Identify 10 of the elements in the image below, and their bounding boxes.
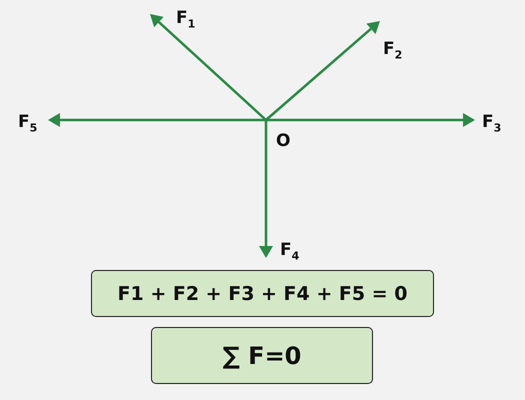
equation-box [151, 327, 373, 384]
force-label: F$_{2}$ [383, 39, 402, 64]
origin-label: O [276, 131, 290, 151]
equation: F1 + F2 + F3 + F4 + F5 = 0 [118, 282, 408, 304]
equation-box [91, 270, 434, 317]
force-label: F$_{5}$ [18, 112, 38, 136]
force-label: F$_{4}$ [280, 240, 300, 264]
force-label: F$_{3}$ [482, 112, 502, 136]
equation: ∑ F=0 [222, 342, 302, 370]
force-label: F$_{1}$ [176, 8, 196, 32]
